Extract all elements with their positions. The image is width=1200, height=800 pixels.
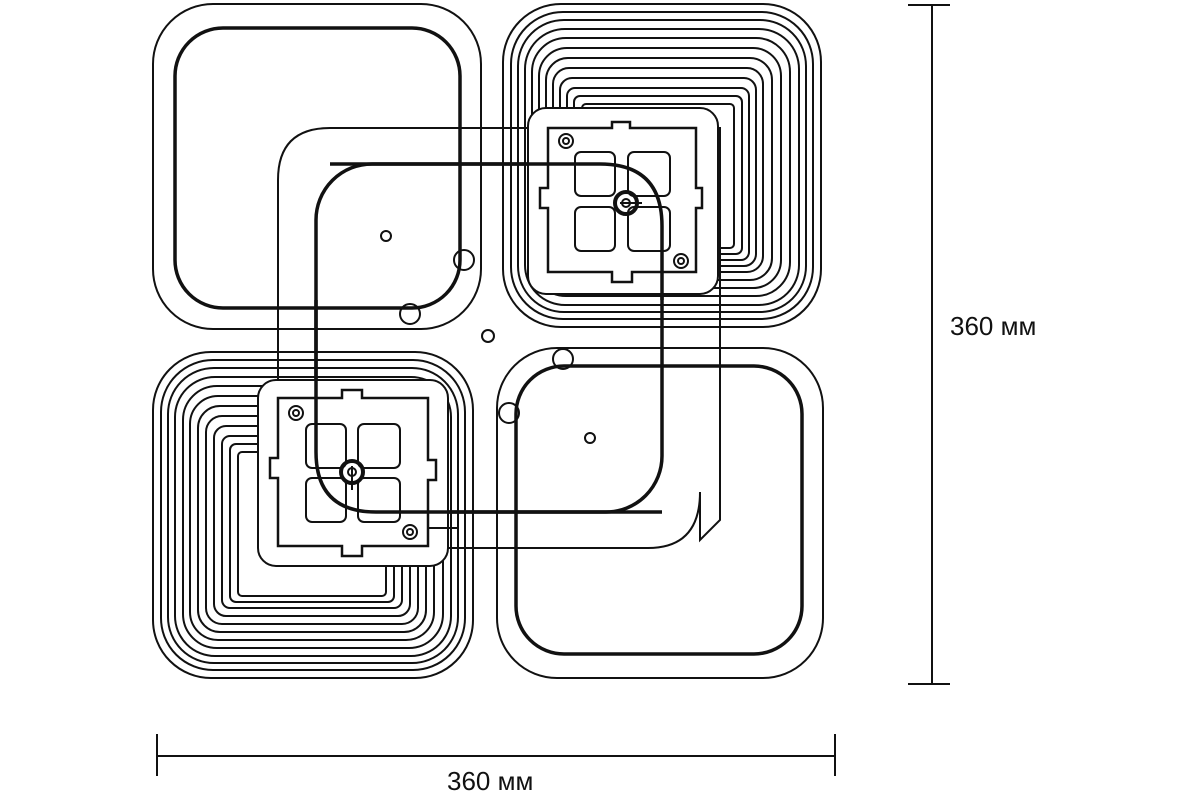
dimension-height bbox=[908, 4, 950, 685]
mount-plate-bottom-left bbox=[257, 300, 662, 567]
dimension-width bbox=[156, 734, 836, 776]
center-dot bbox=[481, 329, 495, 343]
mount-plate-top-right bbox=[330, 107, 719, 300]
height-dimension-label: 360 мм bbox=[950, 311, 1037, 341]
width-dimension-label: 360 мм bbox=[447, 766, 534, 796]
